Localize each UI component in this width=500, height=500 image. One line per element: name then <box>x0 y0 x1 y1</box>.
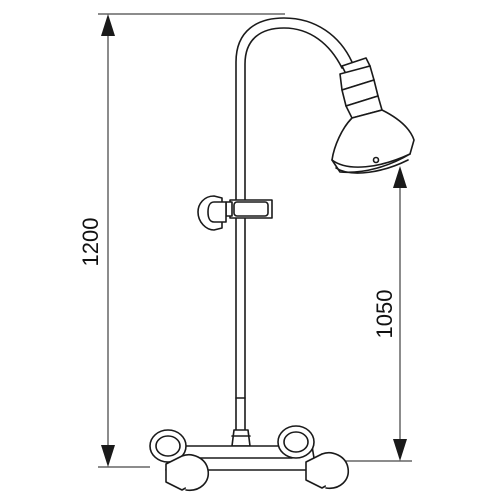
head-height-label: 1050 <box>372 290 397 339</box>
arrowhead-head-bottom <box>393 439 407 461</box>
dimension-overall-height: 1200 <box>78 13 285 468</box>
overall-height-label: 1200 <box>78 218 103 267</box>
arrowhead-top <box>101 14 115 36</box>
sliding-bracket <box>197 195 273 231</box>
riser-pipe <box>235 17 353 431</box>
mixer-body <box>149 425 350 492</box>
dimension-head-height: 1050 <box>345 166 412 462</box>
arrowhead-head-top <box>393 166 407 188</box>
shower-head <box>331 57 415 174</box>
arrowhead-bottom <box>101 445 115 467</box>
